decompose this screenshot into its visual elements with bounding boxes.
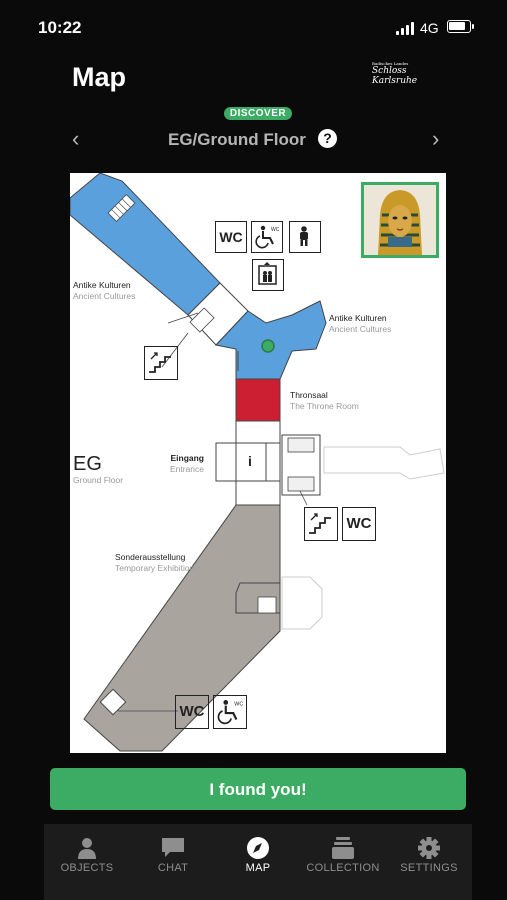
svg-text:WC: WC: [271, 227, 280, 233]
exhibit-thumbnail[interactable]: [361, 182, 439, 258]
tab-collection[interactable]: COLLECTION: [300, 824, 386, 900]
gear-icon: [418, 837, 440, 859]
room-temporary-exhibition: [83, 504, 281, 752]
signal-icon: [396, 21, 416, 35]
room-throne: [235, 378, 281, 422]
i-found-you-button[interactable]: I found you!: [50, 768, 466, 810]
collection-icon: [332, 837, 354, 859]
compass-icon: [247, 837, 269, 859]
network-type: 4G: [420, 20, 439, 36]
stairs-graphic: [257, 596, 277, 614]
svg-text:WC: WC: [234, 702, 243, 708]
chevron-right-icon[interactable]: ›: [432, 126, 440, 151]
info-icon: i: [248, 453, 252, 469]
floor-label: EG/Ground Floor: [168, 130, 306, 149]
stairs-graphic: [189, 307, 215, 333]
page-title: Map: [72, 62, 126, 92]
tab-map[interactable]: MAP: [215, 824, 301, 900]
wheelchair-wc-icon[interactable]: WC: [213, 695, 247, 729]
wc-icon[interactable]: WC: [342, 507, 376, 541]
label-floor: EG Ground Floor: [73, 453, 124, 485]
wc-icon[interactable]: WC: [215, 221, 247, 253]
question-icon[interactable]: ?: [318, 129, 337, 148]
chat-icon: [162, 838, 184, 857]
status-time: 10:22: [38, 18, 82, 37]
location-marker-icon: [261, 339, 275, 353]
pharaoh-mask-image: [378, 190, 422, 255]
wheelchair-wc-icon[interactable]: WC: [251, 221, 283, 253]
discover-badge: DISCOVER: [224, 107, 292, 120]
tab-objects[interactable]: OBJECTS: [44, 824, 130, 900]
elevator-icon[interactable]: [252, 259, 284, 291]
stairs-icon[interactable]: [144, 346, 178, 380]
stairs-graphic: [107, 194, 136, 223]
stairs-icon[interactable]: [304, 507, 338, 541]
outline-east-wing: [323, 446, 445, 480]
museum-logo: Badisches Landes Schloss Karlsruhe: [372, 61, 418, 86]
tab-chat[interactable]: CHAT: [130, 824, 216, 900]
floor-selector: ‹ EG/Ground Floor ? ›: [0, 128, 507, 154]
baby-changing-icon[interactable]: [289, 221, 321, 253]
tab-bar: OBJECTS CHAT MAP COLLECTION SETTINGS: [44, 824, 472, 900]
status-bar: 10:22 4G: [0, 0, 507, 56]
user-icon: [78, 838, 96, 859]
outline-south-annex: [281, 576, 323, 630]
battery-icon: [447, 20, 474, 33]
chevron-left-icon[interactable]: ‹: [72, 126, 80, 151]
floor-plan: [70, 173, 445, 752]
wc-icon[interactable]: WC: [175, 695, 209, 729]
tab-settings[interactable]: SETTINGS: [386, 824, 472, 900]
